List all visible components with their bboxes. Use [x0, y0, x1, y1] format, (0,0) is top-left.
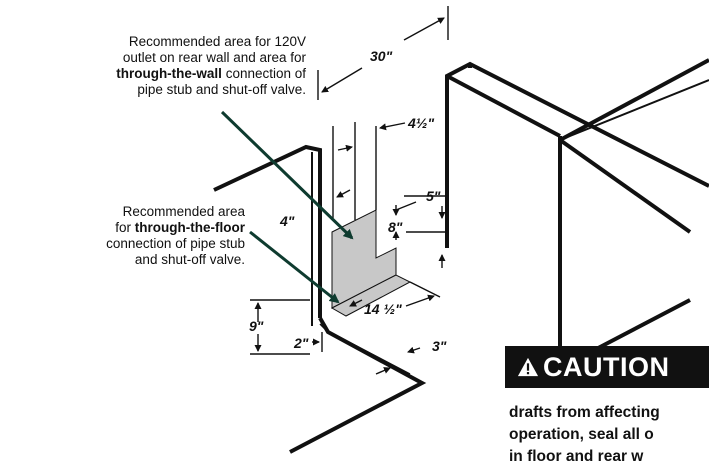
caution-title: CAUTION [543, 351, 670, 382]
right-cabinet-top-edge [559, 79, 709, 141]
wall-callout-line: Recommended area for 120V [128, 34, 306, 49]
floor-area-callout: Recommended area for through-the-floor c… [40, 204, 245, 268]
dim-label-side-gap: 2" [293, 335, 309, 351]
wall-callout-text: connection of [221, 66, 306, 81]
dimension-arrows [254, 17, 446, 375]
dim-label-wall-area-height: 8" [388, 219, 403, 235]
floor-callout-arrow [249, 230, 340, 304]
floor-callout-line: for through-the-floor [40, 220, 245, 236]
wall-callout-line: pipe stub and shut-off valve. [137, 82, 306, 97]
dim-label-width: 30" [370, 48, 393, 64]
caution-text-line: operation, seal all o [509, 426, 654, 443]
dim-label-top-offset: 5" [426, 188, 441, 204]
floor-callout-line: connection of pipe stub [106, 236, 245, 251]
dim-label-floor-area-depth: 14 ½" [364, 301, 402, 317]
wall-callout-line: outlet on rear wall and area for [122, 50, 306, 65]
left-cabinet-outline [213, 144, 322, 318]
floor-callout-line: Recommended area [122, 204, 245, 219]
dim-label-front-offset: 3" [432, 338, 447, 354]
wall-callout-arrow [220, 110, 354, 240]
dimension-lines [250, 6, 449, 355]
wall-area-callout: Recommended area for 120V outlet on rear… [20, 34, 306, 98]
floor-callout-line: and shut-off valve. [134, 252, 245, 267]
caution-banner: CAUTION [505, 346, 709, 388]
floor-outline [289, 317, 427, 454]
caution-text-line: drafts from affecting [509, 404, 660, 421]
dim-label-floor-height: 9" [249, 318, 264, 334]
floor-callout-text: for [115, 220, 135, 235]
caution-body: drafts from affecting operation, seal al… [509, 402, 709, 468]
dim-label-wall-area-width: 4½" [407, 115, 434, 131]
floor-inner-edge [319, 323, 411, 375]
wall-callout-line: through-the-wall connection of [20, 66, 306, 82]
wall-callout-emphasis: through-the-wall [116, 66, 222, 81]
floor-callout-emphasis: through-the-floor [134, 220, 245, 235]
caution-text-line: in floor and rear w [509, 448, 644, 465]
dim-label-side-offset: 4" [279, 213, 295, 229]
warning-triangle-icon [517, 357, 539, 377]
right-cabinet [445, 58, 709, 370]
